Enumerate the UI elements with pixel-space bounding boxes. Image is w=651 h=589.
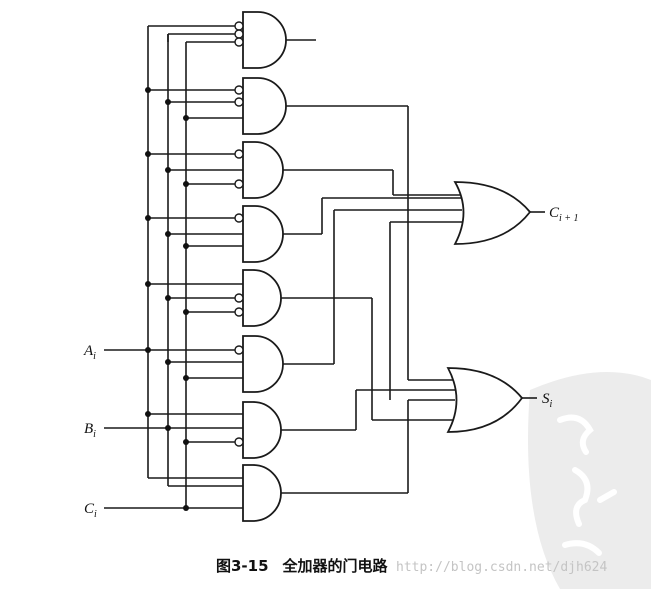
carry-output-label: Ci + 1 <box>549 205 579 224</box>
and-gate <box>242 464 282 522</box>
and-input-wiring <box>148 25 243 509</box>
and-gate <box>242 269 282 327</box>
watermark-url: http://blog.csdn.net/djh624 <box>396 560 607 575</box>
junction-dots <box>145 87 189 511</box>
input-c-label: Ci <box>84 501 97 520</box>
inverter-bubbles <box>234 21 244 447</box>
or-gates <box>446 181 532 433</box>
input-b-label: Bi <box>84 421 96 440</box>
external-inputs <box>104 349 186 509</box>
input-bus <box>147 26 187 508</box>
and-gate <box>242 205 284 263</box>
and-gate <box>242 141 284 199</box>
watermark-seal <box>528 372 651 589</box>
and-output-wiring <box>281 39 545 494</box>
input-a-label: Ai <box>83 343 96 362</box>
and-gates <box>242 11 287 522</box>
sum-output-label: Si <box>542 391 553 410</box>
and-gate <box>242 11 287 69</box>
and-gate <box>242 77 287 135</box>
and-gate <box>242 401 282 459</box>
and-gate <box>242 335 284 393</box>
or-gate-sum <box>446 367 524 433</box>
or-gate-carry <box>453 181 532 245</box>
